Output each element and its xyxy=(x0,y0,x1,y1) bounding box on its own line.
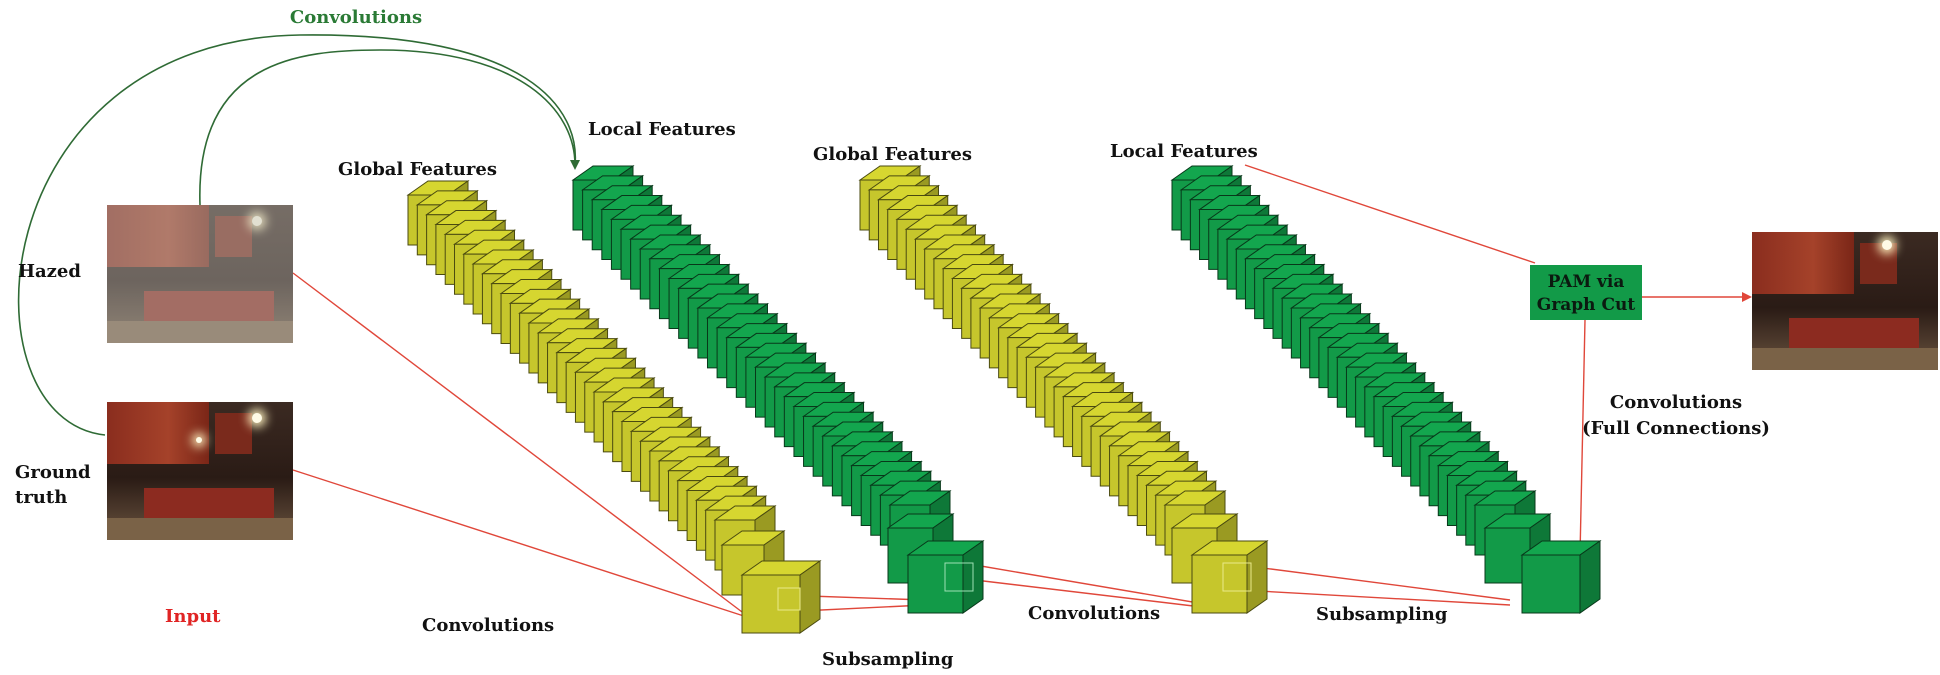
convolutions-curve-inner xyxy=(199,49,576,206)
global-features-label-2: Global Features xyxy=(813,144,972,165)
ground-truth-kitchen-image xyxy=(107,402,293,540)
conv-full-label-line2: (Full Connections) xyxy=(1582,418,1770,439)
hazed-label: Hazed xyxy=(18,261,81,282)
dehazed-output-kitchen-image xyxy=(1752,232,1938,370)
ground-truth-label-line1: Ground xyxy=(15,462,91,483)
convolutions-bottom-label-2: Convolutions xyxy=(1028,603,1160,624)
output-arrowhead xyxy=(1742,292,1752,302)
front-block-highlight-1 xyxy=(777,587,801,611)
convolutions-top-label: Convolutions xyxy=(290,7,422,28)
stack-local-1-tail-1-front xyxy=(907,554,964,614)
stack-global-1-tail-1-front xyxy=(741,574,801,634)
local-features-label-2: Local Features xyxy=(1110,141,1258,162)
stack-global-2-tail-1-front xyxy=(1191,554,1248,614)
pam-box xyxy=(1530,265,1642,320)
subsampling-label-2: Subsampling xyxy=(1316,604,1448,625)
front-block-highlight-3 xyxy=(1222,562,1252,592)
local-features-label-1: Local Features xyxy=(588,119,736,140)
pam-label-line2: Graph Cut xyxy=(1537,295,1636,315)
convolutions-curve-outer xyxy=(17,34,577,436)
convolutions-arrowhead xyxy=(570,160,580,170)
stack-local-2-tail-1-front xyxy=(1521,554,1581,614)
convolutions-bottom-label-1: Convolutions xyxy=(422,615,554,636)
subsampling-label-1: Subsampling xyxy=(822,649,954,670)
hazed-kitchen-image xyxy=(107,205,293,343)
conv-full-label-line1: Convolutions xyxy=(1610,392,1742,413)
pam-label-line1: PAM via xyxy=(1548,272,1625,292)
input-label: Input xyxy=(165,606,221,627)
front-block-highlight-2 xyxy=(944,562,974,592)
ground-truth-label-line2: truth xyxy=(15,487,67,508)
global-features-label-1: Global Features xyxy=(338,159,497,180)
